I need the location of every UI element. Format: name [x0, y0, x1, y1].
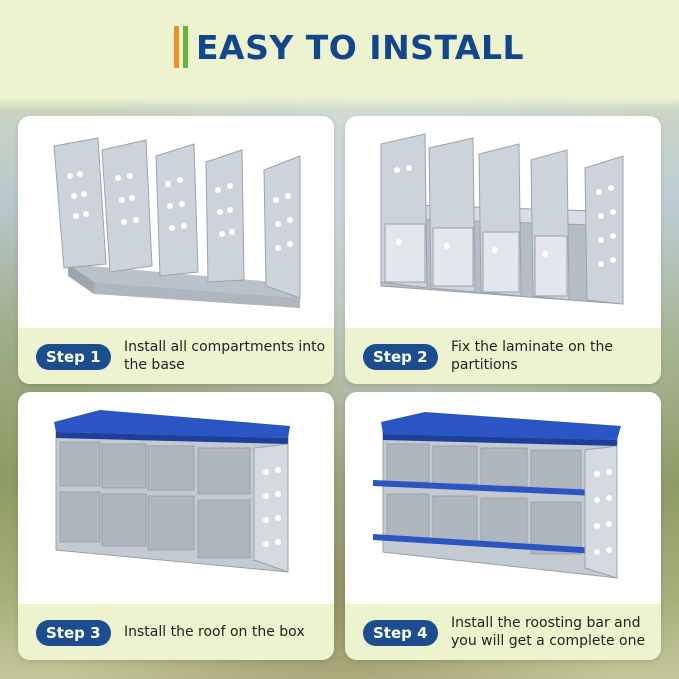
- step-caption: Step 4 Install the roosting bar and you …: [345, 604, 661, 660]
- step-badge: Step 3: [36, 620, 111, 646]
- step-badge: Step 4: [363, 620, 438, 646]
- step-description: Install the roosting bar and you will ge…: [451, 615, 646, 649]
- nest-box-with-blue-roof-illustration: [54, 410, 290, 573]
- nest-box-with-laminate-illustration: [380, 133, 624, 305]
- step-description: Install the roof on the box: [124, 624, 305, 640]
- step-caption: Step 2 Fix the laminate on the partition…: [345, 328, 661, 384]
- step-description: Install all compartments into the base: [124, 339, 326, 373]
- step-card-2: Step 2 Fix the laminate on the partition…: [345, 116, 661, 384]
- step-badge: Step 2: [363, 344, 438, 370]
- step-card-3: Step 3 Install the roof on the box: [18, 392, 334, 660]
- nest-box-dividers-on-base-illustration: [53, 137, 301, 308]
- orange-accent-bar: [174, 26, 179, 68]
- step-caption: Step 1 Install all compartments into the…: [18, 328, 334, 384]
- green-accent-bar: [183, 26, 188, 68]
- step-badge: Step 1: [36, 344, 111, 370]
- step-caption: Step 3 Install the roof on the box: [18, 604, 334, 660]
- complete-nest-box-illustration: [373, 412, 621, 579]
- page-title: EASY TO INSTALL: [196, 27, 524, 67]
- step-description: Fix the laminate on the partitions: [451, 339, 613, 373]
- step-card-4: Step 4 Install the roosting bar and you …: [345, 392, 661, 660]
- step-card-1: Step 1 Install all compartments into the…: [18, 116, 334, 384]
- title-group: EASY TO INSTALL: [174, 24, 524, 70]
- header: EASY TO INSTALL: [0, 0, 679, 98]
